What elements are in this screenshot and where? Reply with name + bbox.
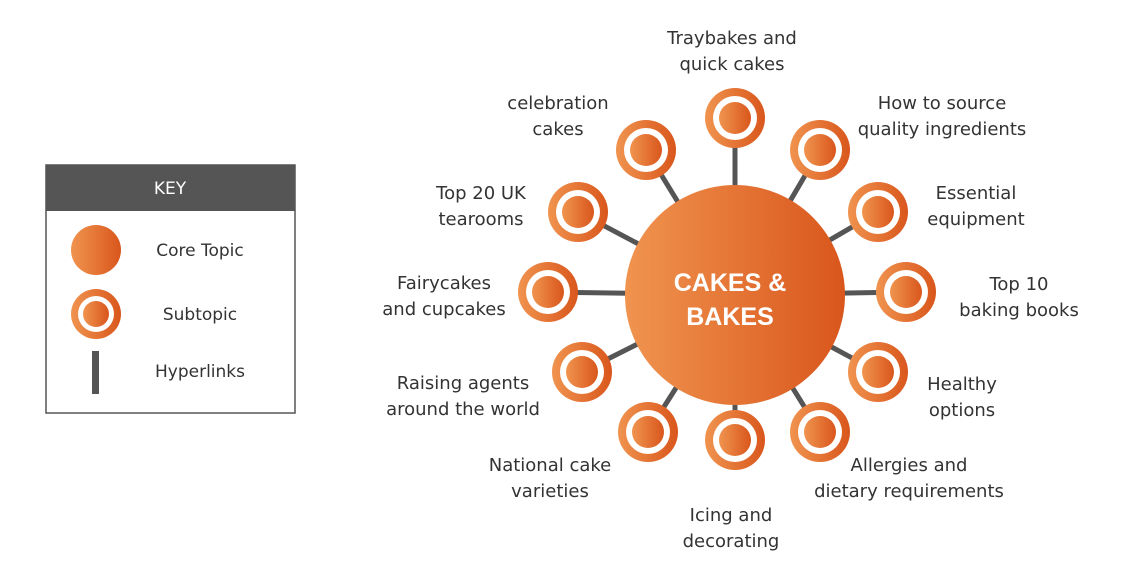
subtopic-label-10-line2: tearooms xyxy=(438,209,523,230)
subtopic-label-0-line1: Traybakes and xyxy=(666,28,797,49)
core-topic-circle xyxy=(625,185,845,405)
hyperlink-line-3 xyxy=(840,289,879,296)
subtopic-label-2-line2: equipment xyxy=(927,209,1024,230)
subtopic-label-1-line1: How to source xyxy=(878,93,1007,114)
subtopic-label-3-line1: Top 10 xyxy=(988,274,1048,295)
subtopic-label-0-line2: quick cakes xyxy=(679,54,784,75)
key-header xyxy=(46,165,295,211)
subtopic-label-5-line1: Allergies and xyxy=(851,455,968,476)
subtopic-node-6[interactable] xyxy=(705,410,765,470)
subtopic-node-5[interactable] xyxy=(790,402,850,462)
key-title: KEY xyxy=(154,179,187,199)
hyperlink-line-5 xyxy=(788,383,808,410)
hyperlink-line-8 xyxy=(605,340,642,362)
subtopic-label-10-line1: Top 20 UK xyxy=(435,183,527,204)
subtopic-label-4-line2: options xyxy=(929,400,995,421)
subtopic-label-8-line2: around the world xyxy=(386,399,540,420)
key-panel: KEY Core Topic Subtopic Hyperlinks xyxy=(45,164,296,414)
subtopic-labels: Traybakes and quick cakes How to source … xyxy=(382,28,1079,552)
core-topic-label-line1: CAKES & xyxy=(674,269,787,297)
subtopic-label-8-line1: Raising agents xyxy=(397,373,529,394)
subtopic-node-11[interactable] xyxy=(616,120,676,180)
subtopic-label-7-line1: National cake xyxy=(489,455,612,476)
subtopic-label-11-line1: celebration xyxy=(507,93,608,114)
subtopic-node-7[interactable] xyxy=(618,402,678,462)
hyperlink-line-10 xyxy=(601,222,643,248)
core-topic-label-line2: BAKES xyxy=(686,303,774,331)
subtopic-node-0[interactable] xyxy=(705,88,765,148)
subtopic-node-10[interactable] xyxy=(548,182,608,242)
subtopic-node-3[interactable] xyxy=(876,262,936,322)
subtopic-node-1[interactable] xyxy=(790,120,850,180)
key-label-core-topic: Core Topic xyxy=(156,241,244,261)
subtopic-node-9[interactable] xyxy=(518,262,578,322)
subtopic-label-2-line1: Essential xyxy=(936,183,1017,204)
hyperlink-line-9 xyxy=(575,289,630,296)
hyperlink-symbol xyxy=(92,351,99,394)
key-label-hyperlinks: Hyperlinks xyxy=(155,362,245,382)
subtopic-label-9-line1: Fairycakes xyxy=(397,273,491,294)
subtopic-label-6-line1: Icing and xyxy=(690,505,773,526)
hyperlink-line-7 xyxy=(660,383,681,410)
subtopic-label-7-line2: varieties xyxy=(511,481,589,502)
subtopic-label-4-line1: Healthy xyxy=(927,374,997,395)
key-label-subtopic: Subtopic xyxy=(163,305,237,325)
hyperlink-line-2 xyxy=(825,223,856,244)
subtopic-nodes xyxy=(518,88,936,470)
core-topic: CAKES & BAKES xyxy=(625,185,845,405)
subtopic-label-9-line2: and cupcakes xyxy=(382,299,505,320)
subtopic-label-6-line2: decorating xyxy=(683,531,780,552)
subtopic-node-4[interactable] xyxy=(848,342,908,402)
hyperlink-line-11 xyxy=(658,172,682,206)
subtopic-label-1-line2: quality ingredients xyxy=(858,119,1027,140)
subtopic-label-3-line2: baking books xyxy=(959,300,1079,321)
subtopic-node-2[interactable] xyxy=(848,182,908,242)
hyperlink-line-1 xyxy=(786,172,808,205)
subtopic-symbol xyxy=(71,289,121,339)
subtopic-node-8[interactable] xyxy=(552,342,612,402)
hyperlink-line-4 xyxy=(827,343,855,361)
subtopic-label-5-line2: dietary requirements xyxy=(814,481,1004,502)
subtopic-label-11-line2: cakes xyxy=(532,119,583,140)
core-topic-symbol xyxy=(71,225,121,275)
